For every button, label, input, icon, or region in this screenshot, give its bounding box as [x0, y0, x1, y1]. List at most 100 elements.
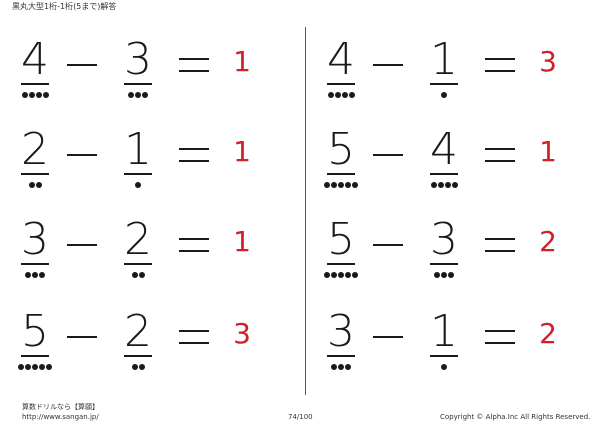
equals-sign: [178, 200, 212, 280]
minus-sign: [372, 292, 406, 372]
b-operand: 3: [419, 200, 469, 280]
count-dot: [32, 364, 38, 370]
number-underline: [327, 263, 355, 265]
count-dot: [46, 364, 52, 370]
count-dots: [10, 364, 60, 370]
a-number: 2: [21, 124, 49, 175]
number-underline: [430, 173, 458, 175]
count-dots: [113, 92, 163, 98]
count-dot: [327, 92, 334, 98]
count-dot: [331, 182, 337, 188]
count-dots: [419, 182, 469, 188]
number-underline: [327, 173, 355, 175]
minus-sign: [372, 20, 406, 100]
number-underline: [124, 263, 152, 265]
b-number: 2: [124, 306, 152, 357]
count-dots: [419, 364, 469, 370]
minus-sign: [66, 200, 100, 280]
minus-sign: [66, 20, 100, 100]
problem-row: 4 1 3: [306, 20, 600, 100]
count-dots: [316, 182, 366, 188]
count-dot: [142, 92, 148, 98]
count-dot: [444, 182, 451, 188]
a-operand: 5: [316, 110, 366, 190]
a-number: 4: [21, 34, 49, 85]
count-dot: [35, 182, 42, 188]
minus-sign: [66, 292, 100, 372]
count-dot: [138, 364, 145, 370]
worksheet-title: 黒丸大型1桁-1桁(5まで)解答: [12, 2, 117, 11]
b-operand: 3: [113, 20, 163, 100]
count-dots: [113, 364, 163, 370]
equals-sign: [178, 292, 212, 372]
b-operand: 4: [419, 110, 469, 190]
count-dot: [345, 272, 351, 278]
b-operand: 2: [113, 292, 163, 372]
equals-sign: [484, 110, 518, 190]
a-operand: 3: [316, 292, 366, 372]
count-dot: [18, 364, 24, 370]
count-dot: [324, 272, 330, 278]
number-underline: [430, 83, 458, 85]
number-underline: [430, 263, 458, 265]
count-dot: [39, 272, 45, 278]
number-underline: [327, 83, 355, 85]
count-dot: [39, 364, 45, 370]
number-underline: [124, 173, 152, 175]
count-dot: [135, 92, 141, 98]
copyright: Copyright © Alpha.Inc All Rights Reserve…: [440, 413, 591, 421]
number-underline: [21, 355, 49, 357]
number-underline: [124, 83, 152, 85]
a-number: 3: [327, 306, 355, 357]
b-operand: 1: [419, 292, 469, 372]
footer-url[interactable]: http://www.sangan.jp/: [22, 413, 99, 421]
count-dot: [128, 92, 134, 98]
b-number: 1: [124, 124, 152, 175]
a-number: 5: [21, 306, 49, 357]
number-underline: [21, 173, 49, 175]
problem-row: 4 3 1: [0, 20, 300, 100]
a-operand: 5: [316, 200, 366, 280]
answer: 2: [539, 317, 557, 350]
count-dots: [113, 272, 163, 278]
count-dots: [316, 92, 366, 98]
count-dot: [338, 272, 344, 278]
count-dots: [419, 92, 469, 98]
answer: 1: [233, 135, 251, 168]
equals-sign: [178, 20, 212, 100]
count-dots: [419, 272, 469, 278]
count-dot: [135, 182, 141, 188]
count-dot: [42, 92, 49, 98]
count-dot: [448, 272, 454, 278]
count-dot: [441, 92, 447, 98]
count-dot: [345, 364, 351, 370]
count-dot: [21, 92, 28, 98]
b-number: 1: [430, 306, 458, 357]
a-operand: 5: [10, 292, 60, 372]
column-divider: [305, 27, 306, 395]
a-operand: 4: [316, 20, 366, 100]
count-dot: [25, 272, 31, 278]
count-dot: [28, 92, 35, 98]
number-underline: [327, 355, 355, 357]
count-dot: [441, 364, 447, 370]
minus-sign: [372, 200, 406, 280]
answer: 3: [539, 45, 557, 78]
problem-row: 3 1 2: [306, 292, 600, 372]
b-number: 4: [430, 124, 458, 175]
a-operand: 2: [10, 110, 60, 190]
count-dot: [338, 182, 344, 188]
count-dots: [10, 272, 60, 278]
answer: 3: [233, 317, 251, 350]
minus-sign: [66, 110, 100, 190]
answer: 2: [539, 225, 557, 258]
b-number: 1: [430, 34, 458, 85]
count-dot: [352, 182, 358, 188]
page-number: 74/100: [288, 413, 313, 421]
count-dot: [430, 182, 437, 188]
count-dot: [352, 272, 358, 278]
answer: 1: [233, 45, 251, 78]
